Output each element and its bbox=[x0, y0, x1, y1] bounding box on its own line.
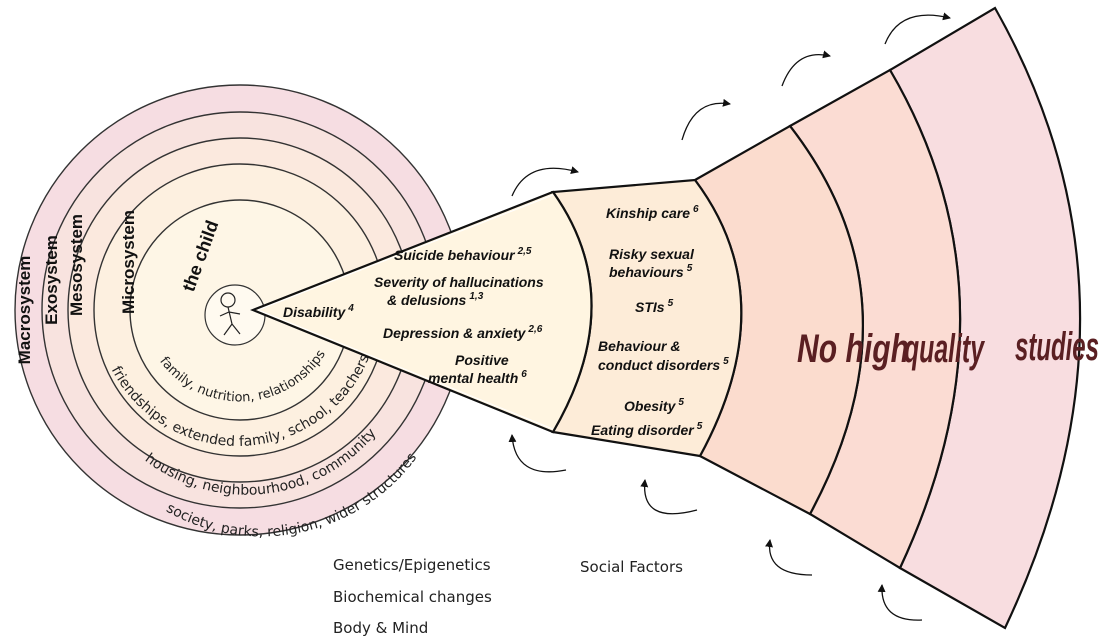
genetics-label: Genetics/Epigenetics bbox=[333, 556, 491, 574]
bottom-arrow-4 bbox=[877, 584, 923, 621]
macrosystem-label: Macrosystem bbox=[15, 256, 34, 365]
studies-label: studies bbox=[1015, 325, 1099, 369]
bottom-arrow-1 bbox=[508, 434, 567, 473]
child-figure-icon bbox=[219, 292, 241, 336]
hallucinations-label-1: Severity of hallucinations bbox=[374, 274, 544, 290]
quality-label: quality bbox=[904, 327, 985, 371]
bottom-arrow-2 bbox=[640, 479, 698, 515]
risky-label-1: Risky sexual bbox=[609, 246, 695, 262]
no-high-label: No high bbox=[797, 327, 909, 371]
segment-1 bbox=[250, 190, 593, 434]
circle-system bbox=[14, 84, 466, 536]
top-arrow-1 bbox=[511, 166, 579, 197]
top-arrows bbox=[511, 12, 951, 197]
social-factors-label: Social Factors bbox=[580, 558, 683, 576]
behaviour-label-1: Behaviour & bbox=[598, 338, 680, 354]
center-ring bbox=[204, 284, 266, 346]
top-arrow-4 bbox=[884, 12, 951, 45]
positive-label-1: Positive bbox=[455, 352, 509, 368]
microsystem-label: Microsystem bbox=[119, 210, 138, 314]
biochem-label: Biochemical changes bbox=[333, 588, 492, 606]
top-arrow-3 bbox=[781, 50, 831, 87]
top-arrow-2 bbox=[681, 98, 731, 141]
mesosystem-label: Mesosystem bbox=[67, 214, 86, 316]
outcome-cone bbox=[250, 6, 1082, 630]
exosystem-label: Exosystem bbox=[42, 235, 61, 325]
bottom-arrow-3 bbox=[765, 539, 813, 576]
body-mind-label: Body & Mind bbox=[333, 619, 428, 637]
bottom-arrows bbox=[508, 434, 923, 621]
